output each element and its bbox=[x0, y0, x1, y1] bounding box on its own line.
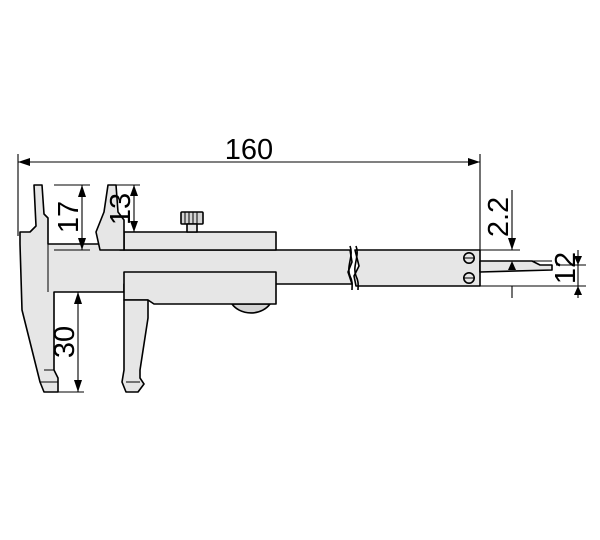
slider-upper-frame bbox=[123, 231, 277, 251]
dim-inner-jaw-fixed: 17 bbox=[53, 201, 85, 233]
dim-inner-jaw-slider: 13 bbox=[105, 193, 137, 225]
dim17-arrow-top bbox=[78, 185, 86, 197]
thumb-wheel bbox=[231, 303, 271, 314]
depth-rod bbox=[479, 260, 553, 273]
dimension-lines: 160 17 13 30 2.2 12 bbox=[17, 134, 586, 393]
dim13-arrow-bottom bbox=[130, 221, 138, 232]
dim12-arrow-bottom bbox=[574, 286, 582, 295]
dim22-arrow bbox=[508, 238, 516, 250]
dim-total-length: 160 bbox=[225, 134, 273, 166]
dim-outer-jaw: 30 bbox=[49, 326, 81, 358]
slider-outer-jaw bbox=[121, 299, 149, 393]
dim13-arrow-top bbox=[130, 185, 138, 196]
dim-beam-width: 12 bbox=[550, 252, 582, 284]
length-arrow-right bbox=[468, 158, 480, 166]
lock-screw-knob bbox=[180, 211, 204, 225]
screw-top bbox=[462, 252, 475, 265]
screw-bottom bbox=[462, 271, 475, 284]
main-beam-right bbox=[353, 249, 481, 287]
lock-screw-knurl bbox=[184, 212, 198, 224]
length-arrow-left bbox=[18, 158, 30, 166]
dim30-arrow-top bbox=[74, 292, 82, 304]
dim-blade-thickness: 2.2 bbox=[483, 197, 515, 237]
beam-break-right bbox=[354, 245, 359, 291]
beam-break-left bbox=[348, 245, 353, 291]
dim12-arrow-top bbox=[574, 256, 582, 265]
dim22-arrow-lower bbox=[508, 261, 516, 270]
lock-screw-stem bbox=[186, 223, 198, 233]
outer-jaw-tip-fixed bbox=[40, 369, 58, 383]
caliper bbox=[19, 184, 553, 393]
dim17-arrow-bottom bbox=[78, 238, 86, 250]
slider-inner-jaw bbox=[95, 184, 125, 251]
dim30-arrow-bottom bbox=[74, 380, 82, 392]
